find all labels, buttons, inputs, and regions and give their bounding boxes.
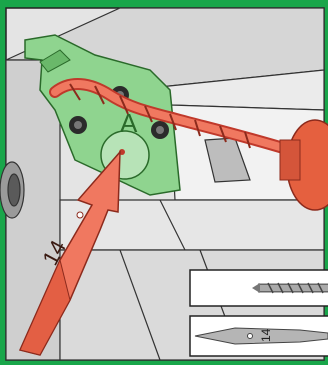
screw-icon <box>69 116 87 134</box>
inset-spade-bit-size-label: 14 <box>259 328 273 342</box>
screw-icon <box>151 121 169 139</box>
inset-twist-drill-panel <box>190 270 328 306</box>
inset-spade-bit-panel: 14 <box>190 316 328 356</box>
